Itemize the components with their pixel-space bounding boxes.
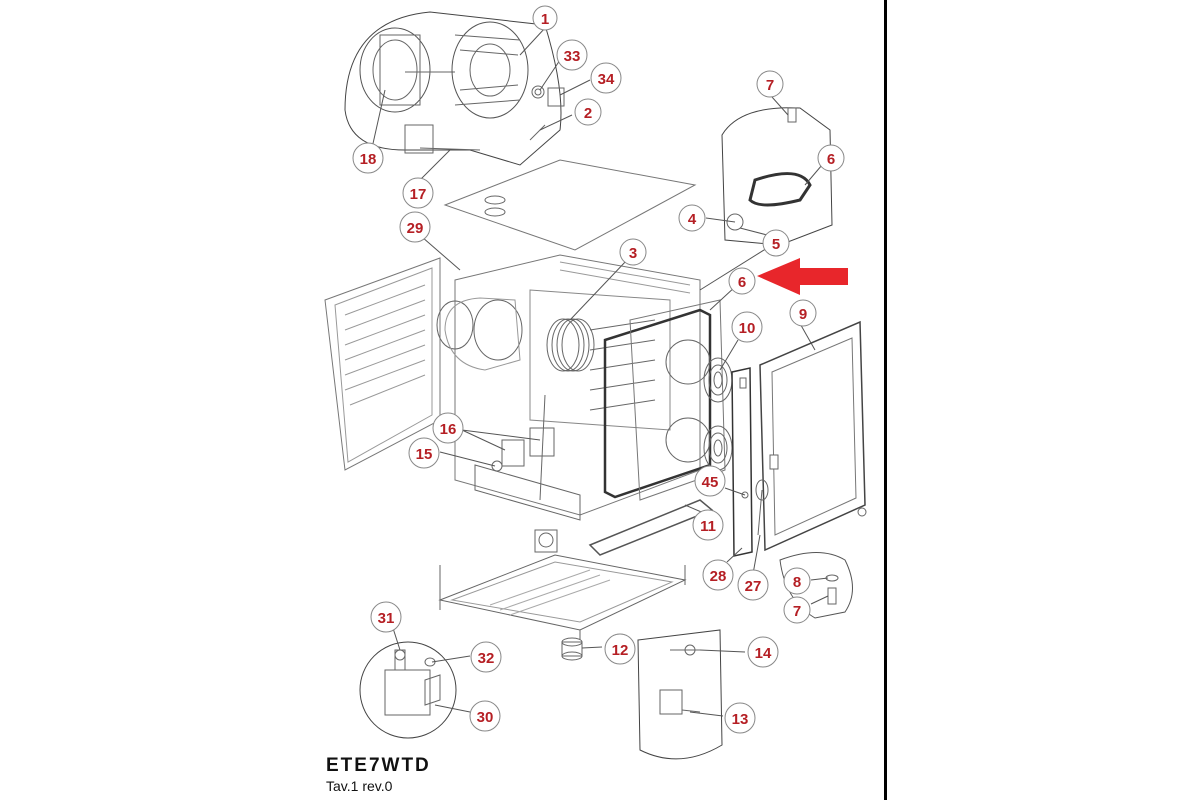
callout-8-label: 8 <box>793 574 801 591</box>
callout-28: 28 <box>702 559 734 591</box>
callout-4: 4 <box>678 204 706 232</box>
callout-3-label: 3 <box>629 245 637 262</box>
callout-5-label: 5 <box>772 236 780 253</box>
callout-7-top-label: 7 <box>766 77 774 94</box>
callout-6-top: 6 <box>817 144 845 172</box>
callout-45-label: 45 <box>702 474 719 491</box>
callout-7-top: 7 <box>756 70 784 98</box>
right-border-line <box>884 0 887 800</box>
callout-2-label: 2 <box>584 105 592 122</box>
callout-5: 5 <box>762 229 790 257</box>
callout-16: 16 <box>432 412 464 444</box>
callout-17-label: 17 <box>410 186 427 203</box>
control-panel <box>731 367 753 557</box>
callout-28-label: 28 <box>710 568 727 585</box>
callout-12-label: 12 <box>612 642 629 659</box>
callout-1: 1 <box>532 5 558 31</box>
callout-11-label: 11 <box>700 518 716 535</box>
front-door <box>755 320 867 552</box>
callout-10: 10 <box>731 311 763 343</box>
highlight-arrow <box>757 258 848 295</box>
linework <box>324 11 867 760</box>
callout-7-bottom-label: 7 <box>793 603 801 620</box>
callout-34-label: 34 <box>598 71 615 88</box>
callout-31-label: 31 <box>378 610 395 627</box>
callout-16-label: 16 <box>440 421 457 438</box>
callout-6-top-label: 6 <box>827 151 835 168</box>
base-frame <box>438 554 687 640</box>
callout-14-label: 14 <box>755 645 772 662</box>
callout-2: 2 <box>574 98 602 126</box>
callout-31: 31 <box>370 601 402 633</box>
callout-8: 8 <box>783 567 811 595</box>
callout-27: 27 <box>737 569 769 601</box>
callout-29-label: 29 <box>407 220 424 237</box>
revision-label: Tav.1 rev.0 <box>326 778 393 794</box>
leader-lines <box>371 27 829 717</box>
callout-4-label: 4 <box>688 211 697 228</box>
oven-body <box>436 254 701 521</box>
callout-17: 17 <box>402 177 434 209</box>
water-inlet-detail <box>534 529 558 553</box>
callout-30: 30 <box>469 700 501 732</box>
callout-13-label: 13 <box>732 711 749 728</box>
callout-18-label: 18 <box>360 151 377 168</box>
callout-27-label: 27 <box>745 578 762 595</box>
callout-15-label: 15 <box>416 446 433 463</box>
callout-6-arrow: 6 <box>728 267 756 295</box>
callout-34: 34 <box>590 62 622 94</box>
callout-1-label: 1 <box>541 11 549 28</box>
model-code: ETE7WTD <box>326 755 431 776</box>
callout-layer: 1 33 34 2 18 17 29 3 7 6 4 5 6 9 10 16 1… <box>352 5 845 734</box>
motor-fan-detail <box>344 11 565 166</box>
callout-7-bottom: 7 <box>783 596 811 624</box>
fan-guards <box>703 357 733 471</box>
hinge-detail-top <box>721 107 833 246</box>
callout-11: 11 <box>692 509 724 541</box>
callout-14: 14 <box>747 636 779 668</box>
callout-10-label: 10 <box>739 320 756 337</box>
callout-12: 12 <box>604 633 636 665</box>
callout-30-label: 30 <box>477 709 494 726</box>
callout-33-label: 33 <box>564 48 581 65</box>
callout-13: 13 <box>724 702 756 734</box>
solenoid-detail <box>637 629 723 760</box>
adjustable-feet <box>561 637 583 661</box>
top-plate <box>443 159 697 251</box>
left-side-panel <box>324 257 441 471</box>
callout-29: 29 <box>399 211 431 243</box>
callout-32: 32 <box>470 641 502 673</box>
callout-15: 15 <box>408 437 440 469</box>
valve-detail <box>359 641 457 739</box>
callout-9-label: 9 <box>799 306 807 323</box>
callout-3: 3 <box>619 238 647 266</box>
callout-6-arrow-label: 6 <box>738 274 746 291</box>
drip-tray <box>588 499 714 556</box>
callout-9: 9 <box>789 299 817 327</box>
callout-45: 45 <box>694 465 726 497</box>
callout-18: 18 <box>352 142 384 174</box>
callout-33: 33 <box>556 39 588 71</box>
callout-32-label: 32 <box>478 650 495 667</box>
